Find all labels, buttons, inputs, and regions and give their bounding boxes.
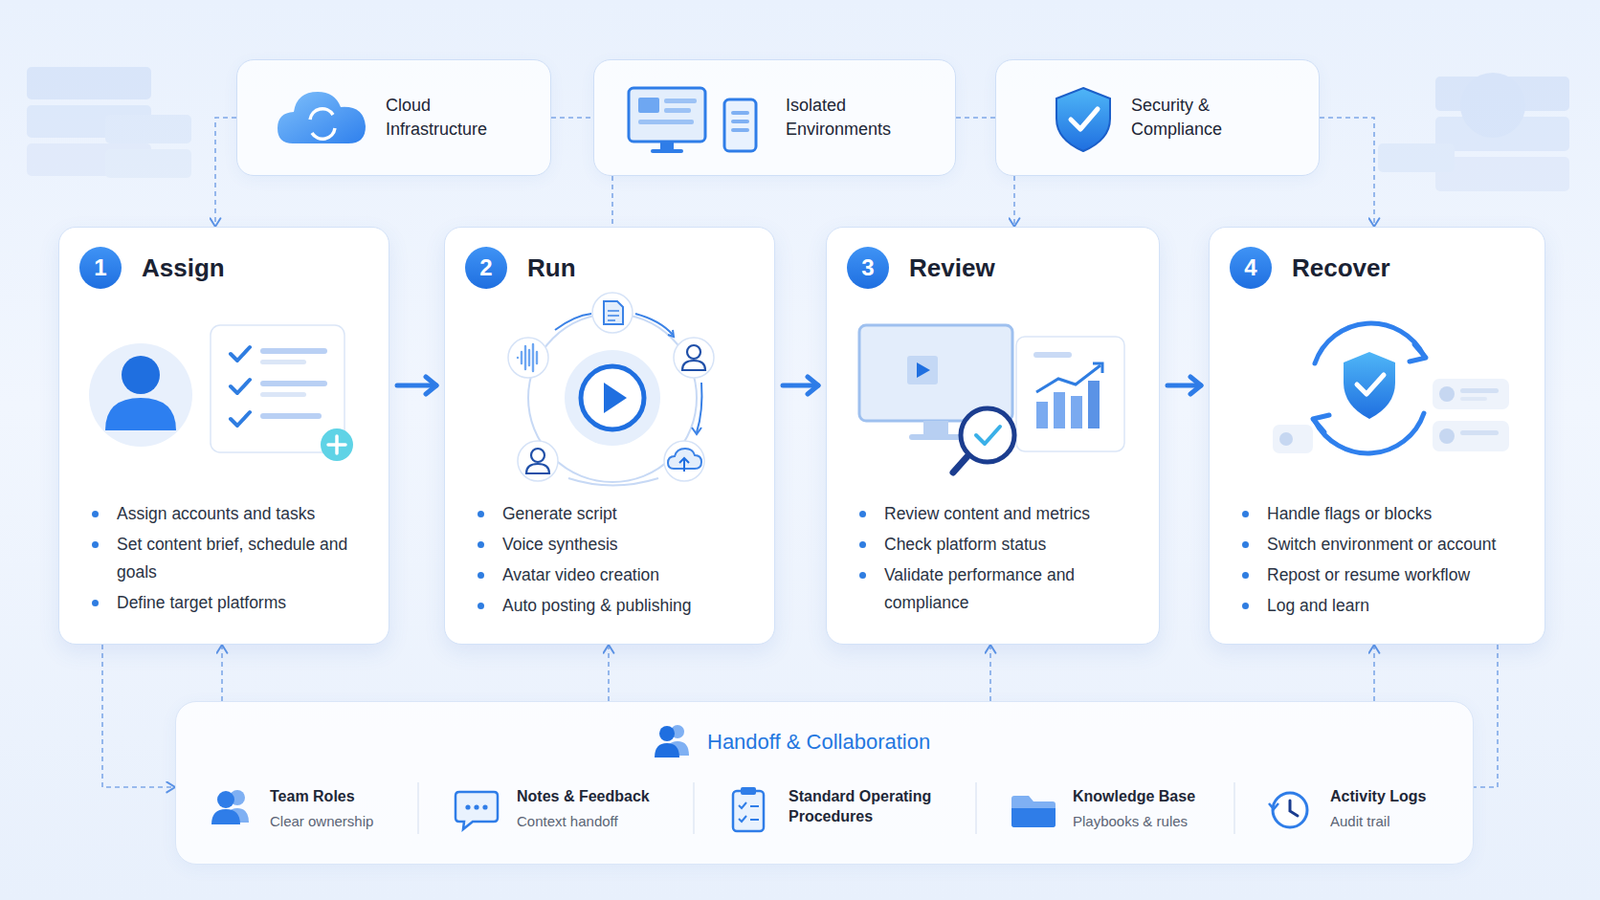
dashed-connector [1373,644,1376,702]
step-card: 2 RunGenerate scriptVoice synthesisAvatar… [444,226,776,645]
dashed-connector [215,117,237,227]
flow-arrow [782,383,819,389]
item-title: Standard Operating Procedures [788,786,947,827]
flow-arrow [397,383,437,389]
bullet-text: Avatar video creation [477,561,757,590]
monitor-phone-icon [628,88,756,154]
number-badge: 1 [79,246,122,289]
user-checklist-illustration [88,325,354,462]
bullet-text: Switch environment or account [1242,531,1528,559]
step-title: Assign [141,253,225,283]
team-icon [654,725,689,758]
infrastructure-box: Isolated Environments [593,59,956,177]
infrastructure-box: Security & Compliance [995,59,1320,177]
step-title: Run [527,253,577,283]
server-stack [26,66,192,178]
bullet-text: Repost or resume workflow [1242,561,1528,590]
step-title: Review [909,253,996,283]
step-card: 1 AssignAssign accounts and tasksSet cont… [58,226,390,645]
number-badge: 3 [846,246,889,289]
dashed-connector [551,116,594,119]
collaboration-band: Handoff & CollaborationTeam RolesClear o… [175,701,1474,866]
bullet-text: Review content and metrics [859,500,1142,529]
step-number: 3 [861,256,874,280]
dashed-connector [611,176,614,227]
band-dividers [418,782,1235,835]
item-subtitle: Playbooks & rules [1072,812,1244,832]
bullet-text: Check platform status [859,531,1142,559]
dashed-connector [1013,176,1016,227]
item-title: Knowledge Base [1072,786,1244,807]
number-badge: 2 [465,246,508,289]
collab-item: Standard Operating Procedures [724,778,960,846]
bullet-text: Log and learn [1242,592,1528,621]
item-subtitle: Audit trail [1330,812,1461,832]
pipeline-cycle-illustration [508,292,714,487]
step-number: 2 [479,256,492,280]
infrastructure-box: Cloud Infrastructure [236,59,552,177]
bullet-list: Review content and metricsCheck platform… [859,500,1142,621]
monitor-chart-illustration [859,325,1125,473]
collab-item: Activity LogsAudit trail [1265,778,1461,846]
step-number: 4 [1244,256,1257,280]
dashed-connector [221,644,223,702]
box-label: Security & Compliance [1131,93,1251,142]
bullet-text: Auto posting & publishing [477,592,757,621]
dashed-connector [1473,644,1498,788]
server-stack [1377,72,1570,192]
recovery-cycle-illustration [1272,323,1510,454]
cloud-icon [277,91,366,144]
dashed-connector [955,116,996,119]
dashed-connector [1319,117,1375,227]
collab-item: Notes & FeedbackContext handoff [452,778,667,846]
dashed-connector [607,644,610,702]
item-title: Notes & Feedback [516,786,667,807]
collab-item: Team RolesClear ownership [206,778,412,846]
collab-item: Knowledge BasePlaybooks & rules [1009,778,1244,846]
bullet-text: Handle flags or blocks [1242,500,1528,529]
box-label: Isolated Environments [785,93,920,142]
step-card: 3 ReviewReview content and metricsCheck p… [825,226,1160,645]
step-number: 1 [93,256,107,280]
flow-arrow [1167,383,1201,389]
step-title: Recover [1291,253,1391,283]
bullet-text: Define target platforms [91,589,372,618]
bullet-text: Set content brief, schedule and goals [91,531,372,587]
shield-icon [1056,88,1111,152]
item-title: Team Roles [269,786,412,807]
item-subtitle: Context handoff [516,812,667,832]
step-card: 4 RecoverHandle flags or blocksSwitch env… [1208,226,1546,645]
dashed-connector [989,644,992,702]
bullet-text: Voice synthesis [477,531,757,559]
item-title: Activity Logs [1330,786,1461,807]
dashed-connector [102,644,176,788]
box-label: Cloud Infrastructure [385,93,515,142]
bullet-list: Handle flags or blocksSwitch environment… [1242,500,1528,623]
number-badge: 4 [1229,246,1272,289]
item-subtitle: Clear ownership [269,812,412,832]
bullet-text: Generate script [477,500,757,529]
band-title: Handoff & Collaboration [707,730,931,756]
bullet-list: Assign accounts and tasksSet content bri… [91,500,372,621]
bullet-list: Generate scriptVoice synthesisAvatar vid… [477,500,757,623]
item-icons [211,787,1308,832]
bullet-text: Assign accounts and tasks [91,500,372,529]
bullet-text: Validate performance and compliance [859,561,1142,618]
